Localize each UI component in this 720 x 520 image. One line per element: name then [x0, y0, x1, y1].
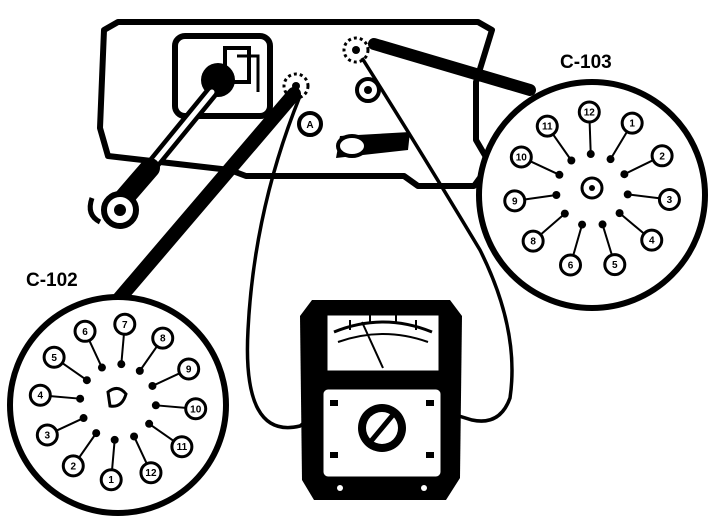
c102-contact-label: 5 — [51, 353, 57, 364]
c102-contact-label: 3 — [45, 430, 51, 441]
callout-c102: C-102 — [26, 270, 78, 291]
c103-contact-label: 5 — [612, 260, 618, 271]
c102-contact-label: 10 — [190, 404, 202, 415]
c102-contact-1: 1 — [99, 435, 123, 492]
meter-needle — [361, 321, 384, 369]
test-lead-right — [360, 57, 514, 423]
jack-right-lower — [355, 77, 381, 103]
callout-bar-c102 — [111, 87, 301, 307]
c102-contact-4: 4 — [28, 383, 85, 407]
c103-contact-label: 12 — [584, 108, 596, 119]
multimeter — [300, 300, 462, 500]
c102-contact-label: 4 — [38, 391, 44, 402]
c102-contact-label: 6 — [82, 327, 88, 338]
jack-a: A — [297, 111, 323, 137]
c102-contact-label: 1 — [108, 475, 114, 486]
test-clip — [336, 132, 410, 158]
c102-contact-11: 11 — [145, 419, 194, 459]
c102-contact-label: 9 — [186, 365, 192, 376]
c103-contact-label: 1 — [629, 119, 635, 130]
c102-contact-6: 6 — [73, 319, 106, 372]
c103-contact-label: 8 — [530, 237, 536, 248]
c102-contact-label: 2 — [70, 461, 76, 472]
c102-contact-label: 8 — [160, 334, 166, 345]
c103-contact-1: 1 — [606, 111, 644, 164]
c103-contact-6: 6 — [559, 220, 587, 277]
c102-contact-label: 11 — [177, 442, 188, 453]
c103-contact-10: 10 — [509, 145, 564, 179]
c103-contact-8: 8 — [521, 209, 569, 253]
c103-contact-label: 4 — [649, 236, 655, 247]
c103-contact-3: 3 — [623, 188, 681, 212]
socket-right — [342, 36, 370, 64]
c103-contact-label: 11 — [542, 122, 553, 133]
c103-contact-label: 2 — [659, 151, 665, 162]
c102-contact-label: 7 — [122, 320, 128, 331]
c103-contact-11: 11 — [535, 114, 576, 165]
c102-contact-10: 10 — [151, 397, 208, 421]
c102-contact-label: 12 — [145, 468, 157, 479]
c102-contact-5: 5 — [42, 345, 91, 385]
c103-contact-4: 4 — [615, 209, 664, 252]
c103-contact-label: 6 — [568, 260, 574, 271]
c103-contact-5: 5 — [598, 220, 627, 277]
meter-scale-window — [324, 312, 442, 374]
c102-contact-7: 7 — [113, 312, 137, 369]
jack-a-label: A — [306, 120, 313, 131]
test-lead-left — [245, 95, 320, 430]
c103-contact-2: 2 — [620, 144, 674, 179]
c102-contact-12: 12 — [130, 432, 163, 485]
callout-bar-c103 — [368, 38, 536, 96]
c102-rotor-center — [106, 387, 128, 408]
c102-contact-3: 3 — [35, 414, 88, 447]
probe-tool — [87, 85, 219, 229]
callout-c103: C-103 — [560, 52, 612, 73]
c103-contact-12: 12 — [577, 100, 601, 159]
c102-contact-9: 9 — [148, 357, 201, 390]
c102-contact-8: 8 — [135, 326, 175, 375]
c103-contact-label: 10 — [516, 153, 528, 164]
c103-contact-9: 9 — [503, 189, 561, 213]
c103-contact-label: 9 — [512, 196, 518, 207]
c102-contact-2: 2 — [61, 429, 101, 478]
c103-contact-label: 3 — [667, 195, 673, 206]
